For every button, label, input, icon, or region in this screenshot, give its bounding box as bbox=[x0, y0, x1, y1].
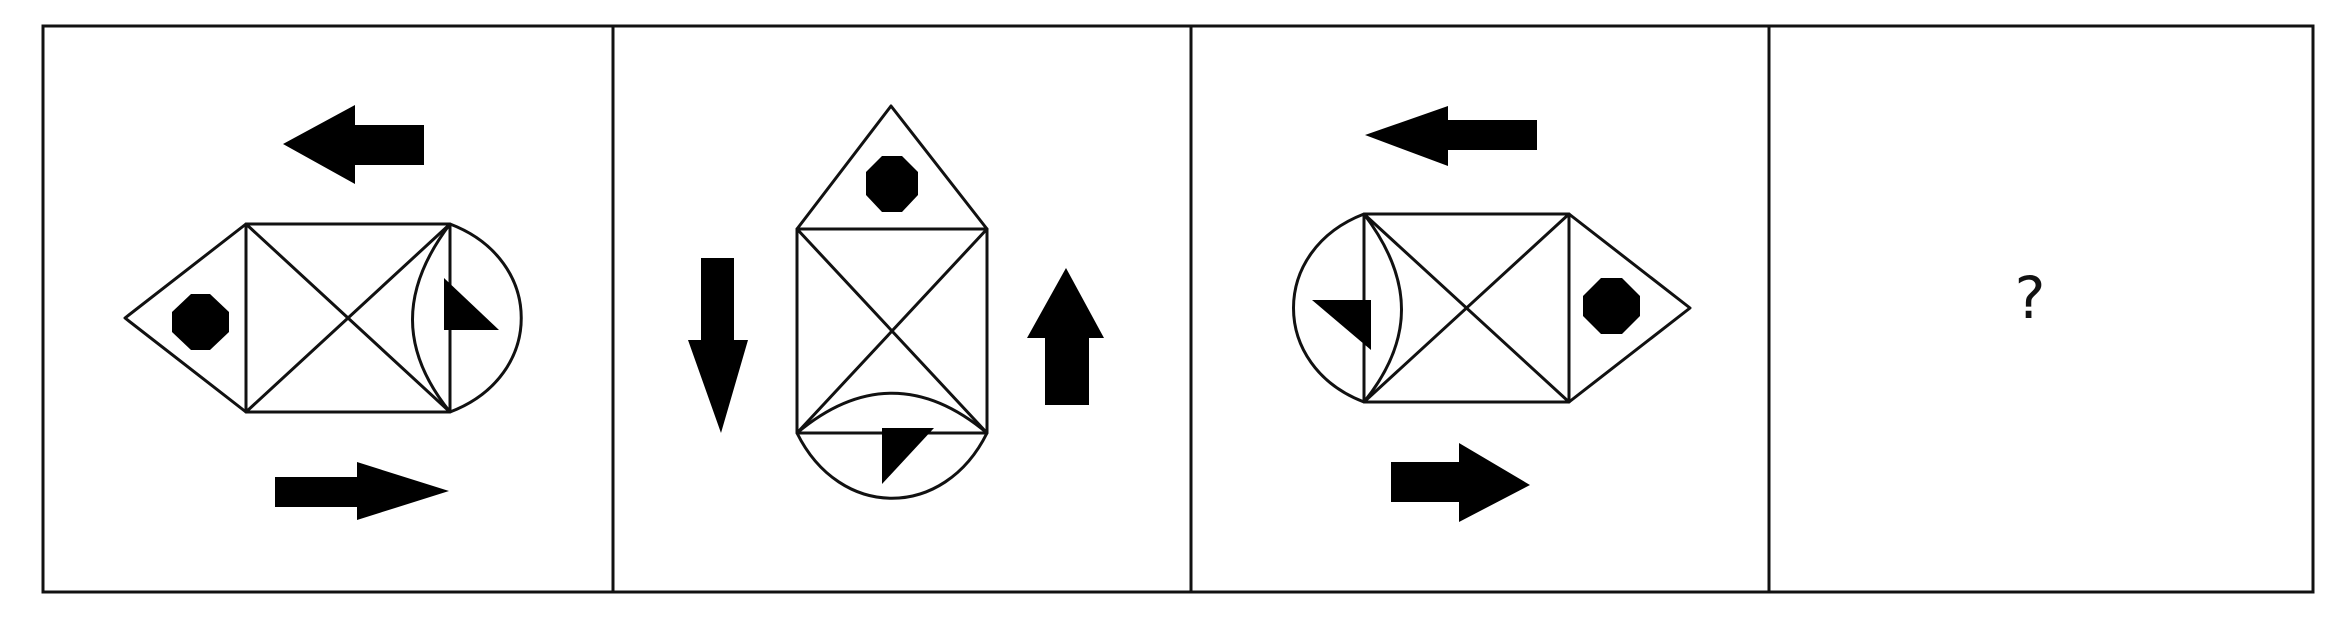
outer-border bbox=[41, 24, 2315, 594]
octagon-shape bbox=[1583, 278, 1640, 334]
bottom-semicircle bbox=[795, 432, 989, 500]
inner-arc bbox=[1362, 213, 1403, 403]
arrow-top-left bbox=[1365, 106, 1537, 166]
diagonal-2 bbox=[244, 222, 452, 414]
panel-4: ? bbox=[2015, 264, 2046, 332]
panel-3 bbox=[1292, 106, 1692, 522]
panel-frame bbox=[41, 24, 2315, 594]
arrow-bottom-right bbox=[1391, 443, 1530, 522]
octagon-shape bbox=[172, 294, 229, 350]
question-mark: ? bbox=[2015, 264, 2046, 332]
arrow-bottom-right bbox=[275, 462, 449, 520]
triangle-shape bbox=[444, 278, 499, 330]
diagonal-2 bbox=[795, 227, 989, 435]
top-triangle bbox=[795, 104, 989, 231]
inner-arc bbox=[796, 391, 988, 435]
triangle-shape bbox=[882, 428, 934, 484]
right-semicircle bbox=[449, 222, 523, 414]
arrow-right-up bbox=[1027, 268, 1104, 405]
inner-arc bbox=[411, 223, 452, 413]
arrow-top-left bbox=[283, 105, 424, 184]
left-semicircle bbox=[1292, 212, 1365, 404]
arrow-left-down bbox=[688, 258, 748, 433]
panel-2 bbox=[688, 104, 1104, 500]
left-triangle bbox=[123, 222, 248, 414]
panel-1 bbox=[123, 105, 523, 520]
triangle-shape bbox=[1312, 300, 1371, 350]
diagonal-2 bbox=[1362, 212, 1571, 404]
right-triangle bbox=[1567, 212, 1692, 404]
octagon-shape bbox=[866, 156, 918, 212]
